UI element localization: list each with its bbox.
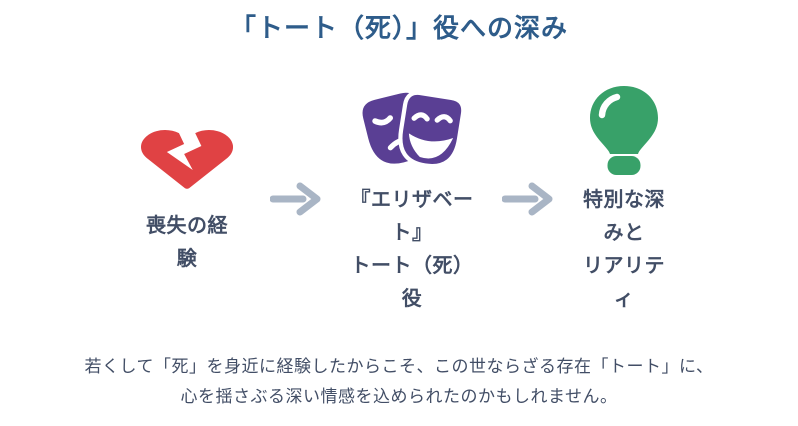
broken-heart-icon xyxy=(140,126,234,190)
step-depth-reality: 特別な深 みと リアリテ ィ xyxy=(582,86,666,316)
label-line: ィ xyxy=(613,288,635,310)
step-loss-experience: 喪失の経 験 xyxy=(132,126,242,276)
flow-diagram: 喪失の経 験 xyxy=(0,86,798,316)
label-line: 験 xyxy=(176,248,198,270)
label-line: 喪失の経 xyxy=(146,215,228,237)
caption-line: 心を揺さぶる深い情感を込められたのかもしれません。 xyxy=(180,387,618,406)
step-label-loss: 喪失の経 験 xyxy=(146,210,228,276)
page-title: 「トート（死）」役への深み xyxy=(229,13,568,43)
label-line: トート（死） xyxy=(350,255,474,277)
step-label-role: 『エリザベー ト』 トート（死） 役 xyxy=(351,184,474,316)
label-line: 特別な深 xyxy=(583,189,665,211)
theater-masks-icon xyxy=(356,86,468,176)
step-tod-role: 『エリザベー ト』 トート（死） 役 xyxy=(350,86,474,316)
arrow-right-icon xyxy=(501,181,554,222)
caption: 若くして「死」を身近に経験したからこそ、この世ならざる存在「トート」に、 心を揺… xyxy=(0,352,798,412)
caption-line: 若くして「死」を身近に経験したからこそ、この世ならざる存在「トート」に、 xyxy=(84,357,714,376)
label-line: ト』 xyxy=(391,222,433,244)
label-line: みと xyxy=(603,222,645,244)
lightbulb-icon xyxy=(588,86,660,176)
arrow-right-icon xyxy=(269,181,322,222)
label-line: 役 xyxy=(401,288,423,310)
label-line: リアリテ xyxy=(583,255,665,277)
label-line: 『エリザベー xyxy=(350,189,474,211)
step-label-insight: 特別な深 みと リアリテ ィ xyxy=(583,184,665,316)
